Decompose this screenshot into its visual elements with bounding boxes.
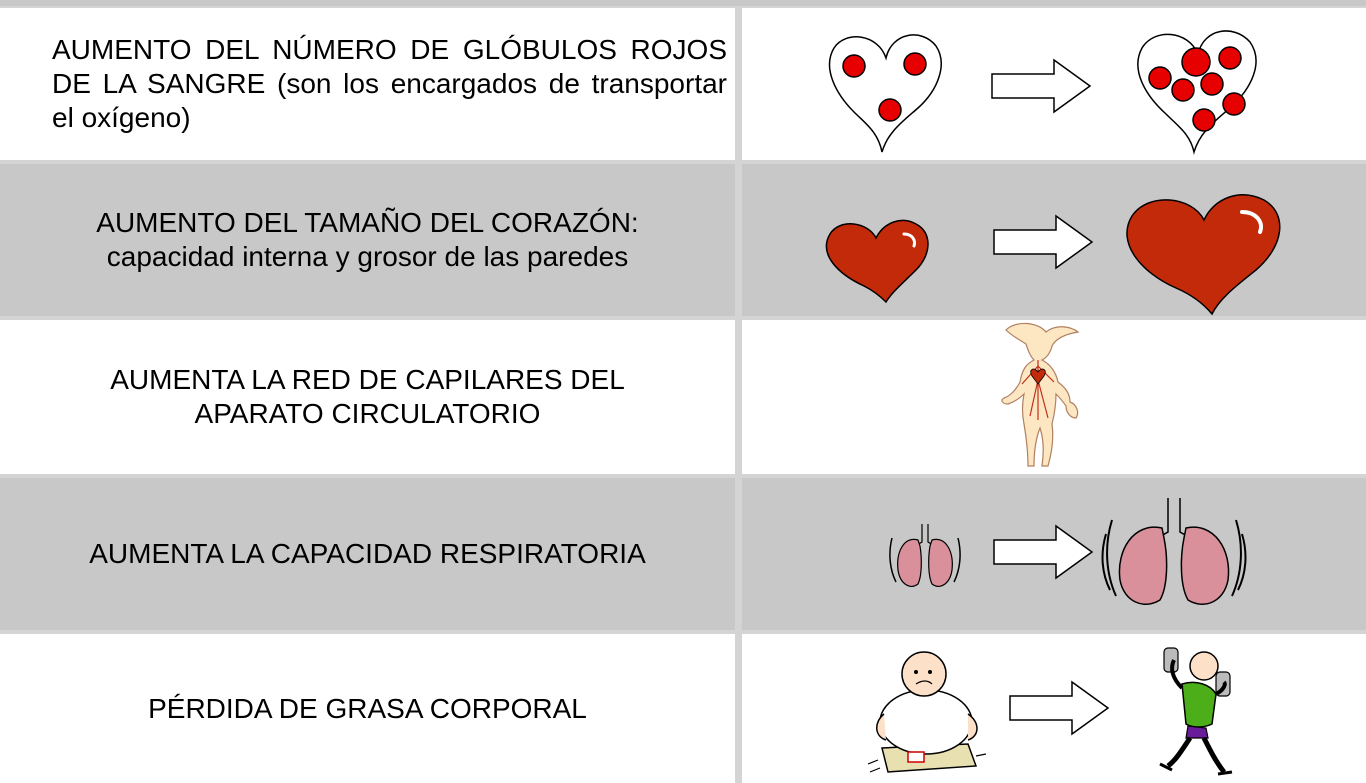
- large-heart-icon: [1126, 194, 1281, 316]
- overweight-person-on-scale-icon: [867, 651, 987, 773]
- circulatory-body-icon: [1001, 322, 1080, 467]
- arrow-right-icon: [991, 58, 1092, 114]
- benefit-image-cell: [742, 320, 1366, 474]
- benefit-text: AUMENTA LA RED DE CAPILARES DEL APARATO …: [110, 364, 625, 429]
- benefit-row-heart-size: AUMENTO DEL TAMAÑO DEL CORAZÓN: capacida…: [0, 164, 1366, 316]
- benefit-row-respiratory: AUMENTA LA CAPACIDAD RESPIRATORIA: [0, 478, 1366, 630]
- small-lungs-icon: [889, 524, 961, 587]
- benefit-image-cell: [742, 8, 1366, 160]
- benefit-text: AUMENTO DEL TAMAÑO DEL CORAZÓN: capacida…: [96, 207, 639, 272]
- benefit-text-cell: AUMENTA LA RED DE CAPILARES DEL APARATO …: [0, 320, 735, 474]
- arrow-right-icon: [993, 524, 1094, 580]
- benefit-row-fat-loss: PÉRDIDA DE GRASA CORPORAL: [0, 634, 1366, 783]
- benefit-row-red-cells: AUMENTO DEL NÚMERO DE GLÓBULOS ROJOS DE …: [0, 8, 1366, 160]
- top-border: [0, 0, 1366, 6]
- benefit-text-cell: PÉRDIDA DE GRASA CORPORAL: [0, 634, 735, 783]
- benefit-text: AUMENTA LA CAPACIDAD RESPIRATORIA: [89, 538, 646, 569]
- benefit-text-cell: AUMENTO DEL TAMAÑO DEL CORAZÓN: capacida…: [0, 164, 735, 316]
- fit-person-dumbbells-icon: [1159, 647, 1233, 776]
- heart-many-cells-icon: [1137, 30, 1257, 155]
- benefit-image-cell: [742, 164, 1366, 316]
- benefit-image-cell: [742, 634, 1366, 783]
- benefit-text-cell: AUMENTA LA CAPACIDAD RESPIRATORIA: [0, 478, 735, 630]
- small-heart-icon: [825, 219, 929, 304]
- benefit-row-capillaries: AUMENTA LA RED DE CAPILARES DEL APARATO …: [0, 320, 1366, 474]
- arrow-right-icon: [1009, 680, 1110, 736]
- benefit-image-cell: [742, 478, 1366, 630]
- benefit-text: AUMENTO DEL NÚMERO DE GLÓBULOS ROJOS DE …: [52, 34, 727, 133]
- benefit-text: PÉRDIDA DE GRASA CORPORAL: [148, 692, 587, 724]
- large-lungs-icon: [1101, 498, 1247, 605]
- heart-few-cells-icon: [828, 34, 942, 153]
- arrow-right-icon: [993, 214, 1094, 270]
- benefit-text-cell: AUMENTO DEL NÚMERO DE GLÓBULOS ROJOS DE …: [0, 8, 735, 160]
